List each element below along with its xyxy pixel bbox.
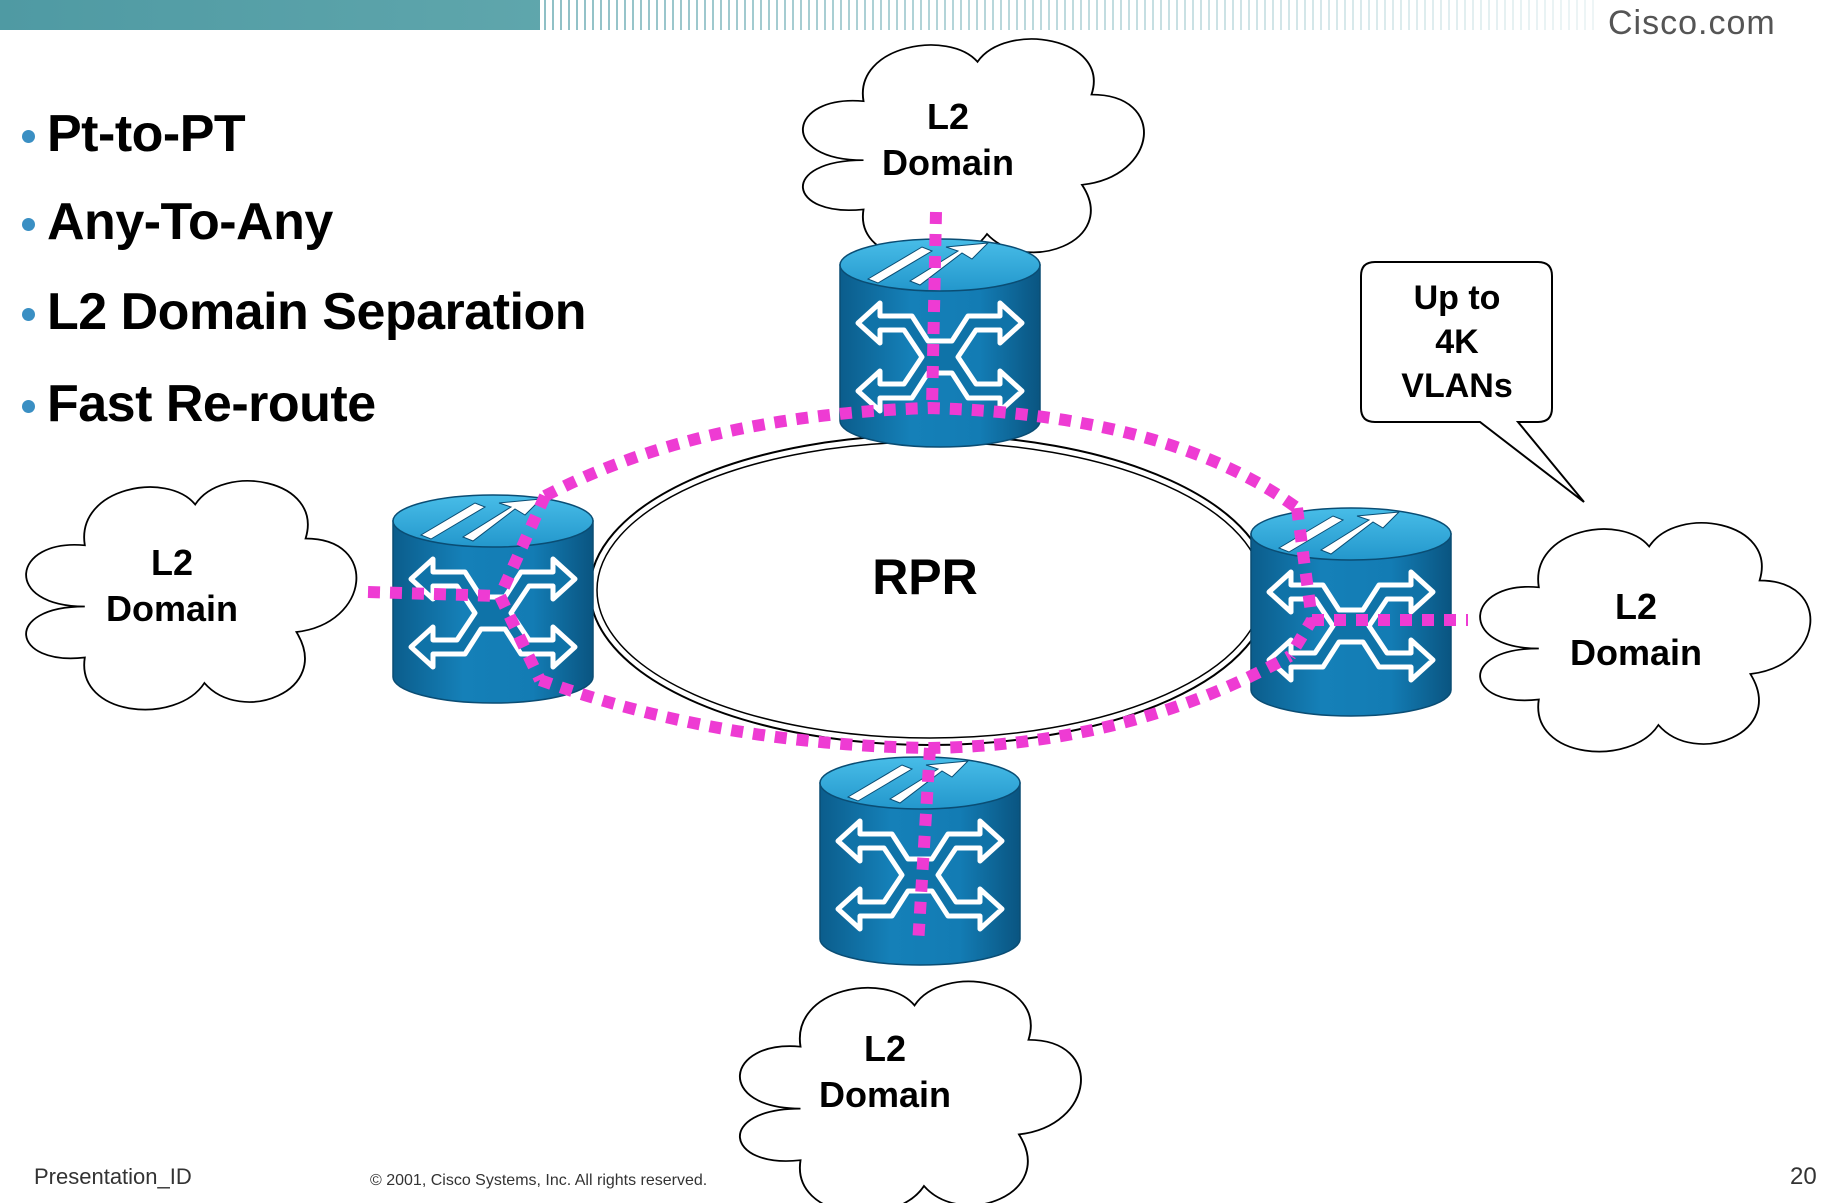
bullet-item: Pt-to-PT (22, 104, 246, 164)
bullet-dot-icon (22, 129, 35, 143)
bullet-dot-icon (22, 307, 35, 321)
vlan-callout (1360, 261, 1585, 503)
dotted-service-paths (367, 211, 1468, 946)
copyright-notice: © 2001, Cisco Systems, Inc. All rights r… (370, 1172, 708, 1189)
bullet-item: Any-To-Any (22, 192, 333, 252)
bullet-item: L2 Domain Separation (22, 282, 587, 342)
bullet-dot-icon (22, 399, 35, 413)
page-number: 20 (1790, 1163, 1817, 1190)
bullet-item: Fast Re-route (22, 374, 376, 434)
presentation-id: Presentation_ID (34, 1164, 192, 1189)
callout-text: Up to 4K VLANs (1401, 279, 1513, 405)
brand-logo: Cisco.com (1608, 4, 1776, 42)
ring-label: RPR (872, 549, 978, 605)
bullet-dot-icon (22, 217, 35, 231)
router-right (1251, 508, 1451, 716)
